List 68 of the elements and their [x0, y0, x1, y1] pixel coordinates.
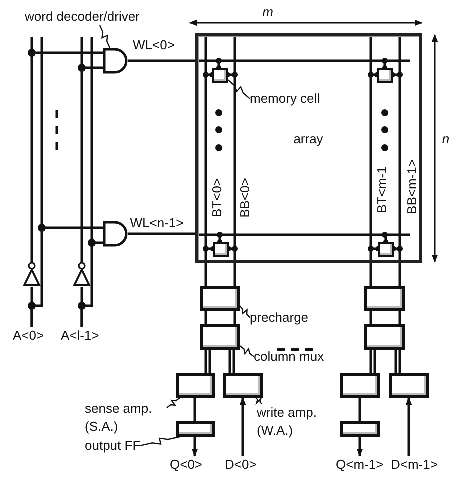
leader-line: [256, 396, 262, 406]
signal-wire: [394, 348, 402, 374]
signal-wire: [128, 60, 195, 62]
signal-name-label: BT<m-1: [374, 166, 390, 214]
inverter-symbol: [73, 262, 91, 287]
sense-amp-block: [176, 373, 215, 398]
signal-wire: [370, 262, 402, 288]
callout-label: column mux: [254, 348, 324, 366]
signal-wire: [370, 348, 376, 374]
signal-wire: [194, 398, 196, 421]
array-label: array: [294, 132, 324, 147]
memory-cell-box: [377, 68, 393, 83]
signal-name-label: BT<0>: [210, 178, 224, 218]
output-ff-block: [340, 421, 380, 437]
signal-label: Q<m-1>: [336, 456, 384, 474]
leader-line: [140, 436, 180, 446]
dimension-label: n: [442, 132, 450, 146]
leader-line: [99, 25, 111, 48]
leader-line: [228, 80, 250, 100]
sense-amp-block: [340, 373, 380, 398]
and-gate-symbol: [103, 48, 128, 74]
output-ff-block: [176, 421, 215, 437]
dimension-label: m: [262, 4, 274, 20]
signal-wire: [128, 232, 195, 236]
signal-wire: [80, 36, 104, 328]
signal-name-label: BB<0>: [238, 178, 252, 218]
memory-cell-box: [378, 242, 394, 257]
column-mux-block: [200, 324, 240, 350]
signal-label: D<m-1>: [391, 456, 438, 474]
callout-label: write amp. (W.A.): [257, 404, 337, 440]
signal-label: A<l-1>: [61, 327, 100, 345]
signal-wire: [240, 397, 246, 456]
write-amp-block: [223, 373, 263, 398]
leader-line: [240, 346, 254, 358]
signal-wire: [356, 437, 364, 457]
precharge-block: [364, 286, 405, 311]
callout-label: output FF: [85, 437, 141, 455]
callout-label: precharge: [250, 309, 309, 327]
signal-label: Q<0>: [170, 456, 203, 474]
signal-wire: [192, 437, 198, 457]
signal-wire: [30, 36, 104, 328]
memory-array-block: [195, 33, 422, 263]
memory-cell-box: [212, 68, 228, 83]
precharge-block: [200, 286, 240, 311]
signal-wire: [204, 262, 236, 288]
signal-label: A<0>: [13, 327, 44, 345]
signal-wire: [30, 36, 104, 264]
signal-wire: [358, 398, 362, 421]
leader-line: [240, 306, 250, 318]
and-gate-symbol: [103, 221, 128, 247]
signal-name-label: WL<0>: [133, 38, 175, 52]
leader-line: [166, 398, 180, 408]
signal-wire: [204, 310, 236, 326]
signal-wire: [406, 397, 412, 456]
signal-wire: [80, 36, 104, 264]
signal-wire: [370, 310, 402, 326]
signal-name-label: BB<m-1>: [404, 160, 420, 214]
signal-label: D<0>: [225, 456, 257, 474]
callout-label: word decoder/driver: [25, 8, 140, 26]
callout-label: memory cell: [250, 90, 320, 108]
callout-label: sense amp. (S.A.): [85, 400, 167, 436]
column-mux-block: [364, 324, 405, 350]
inverter-symbol: [23, 262, 41, 287]
write-amp-block: [389, 373, 429, 398]
memory-cell-box: [213, 242, 229, 257]
signal-wire: [204, 348, 212, 374]
signal-name-label: WL<n-1>: [130, 216, 184, 230]
signal-wire: [228, 348, 236, 374]
